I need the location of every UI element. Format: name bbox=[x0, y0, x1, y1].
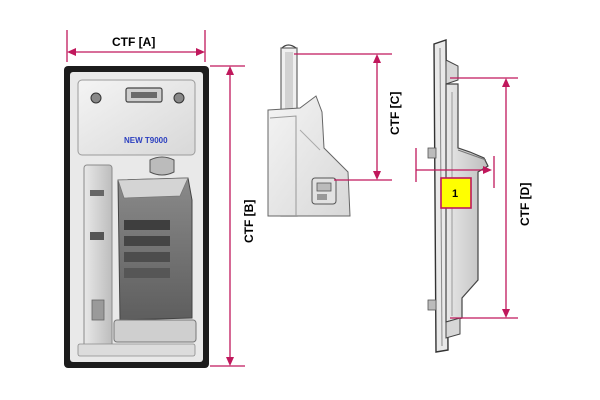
side-view-detail-drawing bbox=[267, 44, 351, 217]
dimension-lines bbox=[66, 30, 518, 367]
ctf-d-label: CTF [D] bbox=[518, 183, 532, 226]
callout-number: 1 bbox=[452, 188, 458, 200]
ctf-c-label: CTF [C] bbox=[388, 92, 402, 135]
ctf-a-label: CTF [A] bbox=[112, 35, 155, 49]
ctf-b-label: CTF [B] bbox=[242, 200, 256, 243]
front-view-drawing: NEW T9000 bbox=[64, 66, 209, 368]
callout-badge: 1 bbox=[440, 177, 472, 209]
model-label: NEW T9000 bbox=[124, 136, 168, 145]
